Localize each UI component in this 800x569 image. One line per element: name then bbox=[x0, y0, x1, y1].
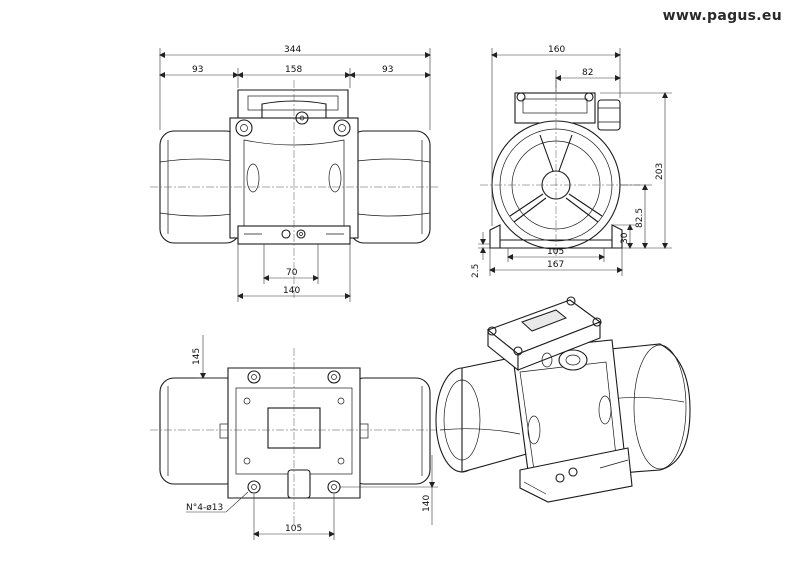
dim-side-overall-width: 160 bbox=[548, 45, 565, 55]
dim-foot-outer: 140 bbox=[283, 286, 300, 296]
dim-foot-inner: 70 bbox=[286, 268, 298, 278]
holes-note: N°4-ø13 bbox=[186, 503, 223, 513]
dim-base-thickness: 2.5 bbox=[471, 264, 481, 278]
dim-hole-spacing-y: 140 bbox=[422, 495, 432, 512]
front-view: 344 93 158 93 70 140 bbox=[150, 45, 440, 302]
dim-hole-spacing-x: 105 bbox=[285, 524, 302, 534]
dim-right-offset: 93 bbox=[382, 65, 393, 75]
dim-side-half-width: 82 bbox=[582, 68, 593, 78]
website-label: www.pagus.eu bbox=[662, 8, 782, 24]
top-view: 145 N°4-ø13 105 140 bbox=[150, 335, 440, 540]
dim-overall-width: 344 bbox=[284, 45, 301, 55]
dim-base-width: 167 bbox=[547, 260, 564, 270]
dim-axis-height: 82.5 bbox=[635, 208, 645, 228]
dim-center-width: 158 bbox=[285, 65, 302, 75]
dim-left-offset: 93 bbox=[192, 65, 203, 75]
dim-foot-height: 30 bbox=[620, 232, 630, 244]
isometric-view bbox=[435, 296, 691, 503]
dim-top-depth: 145 bbox=[192, 348, 202, 365]
side-view: 160 82 203 82.5 30 105 167 bbox=[471, 45, 672, 278]
dim-side-height: 203 bbox=[655, 163, 665, 180]
dim-foot-spacing: 105 bbox=[547, 247, 564, 257]
